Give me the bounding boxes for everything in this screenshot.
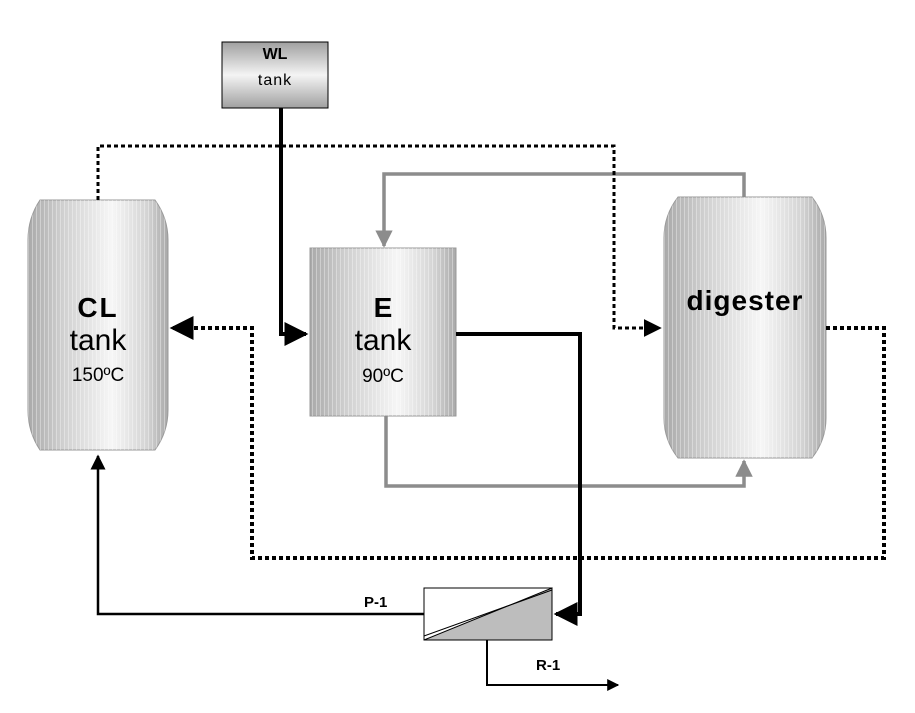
dotted-stream-digester-to-cl	[169, 316, 886, 560]
p1-unit	[423, 587, 553, 641]
gray-stream-digester-to-e	[375, 172, 746, 248]
r1-outflow	[486, 640, 620, 691]
black-stream-e-to-p1	[456, 332, 582, 626]
dotted-stream-cl-to-digester	[96, 144, 662, 337]
wl-tank	[221, 41, 329, 109]
black-stream-p1-to-cl	[90, 454, 424, 616]
gray-stream-e-to-digester	[384, 416, 753, 488]
cl-tank	[27, 199, 169, 451]
e-tank	[309, 247, 457, 417]
black-stream-wl-to-e	[279, 108, 309, 346]
digester-vessel	[663, 196, 827, 459]
